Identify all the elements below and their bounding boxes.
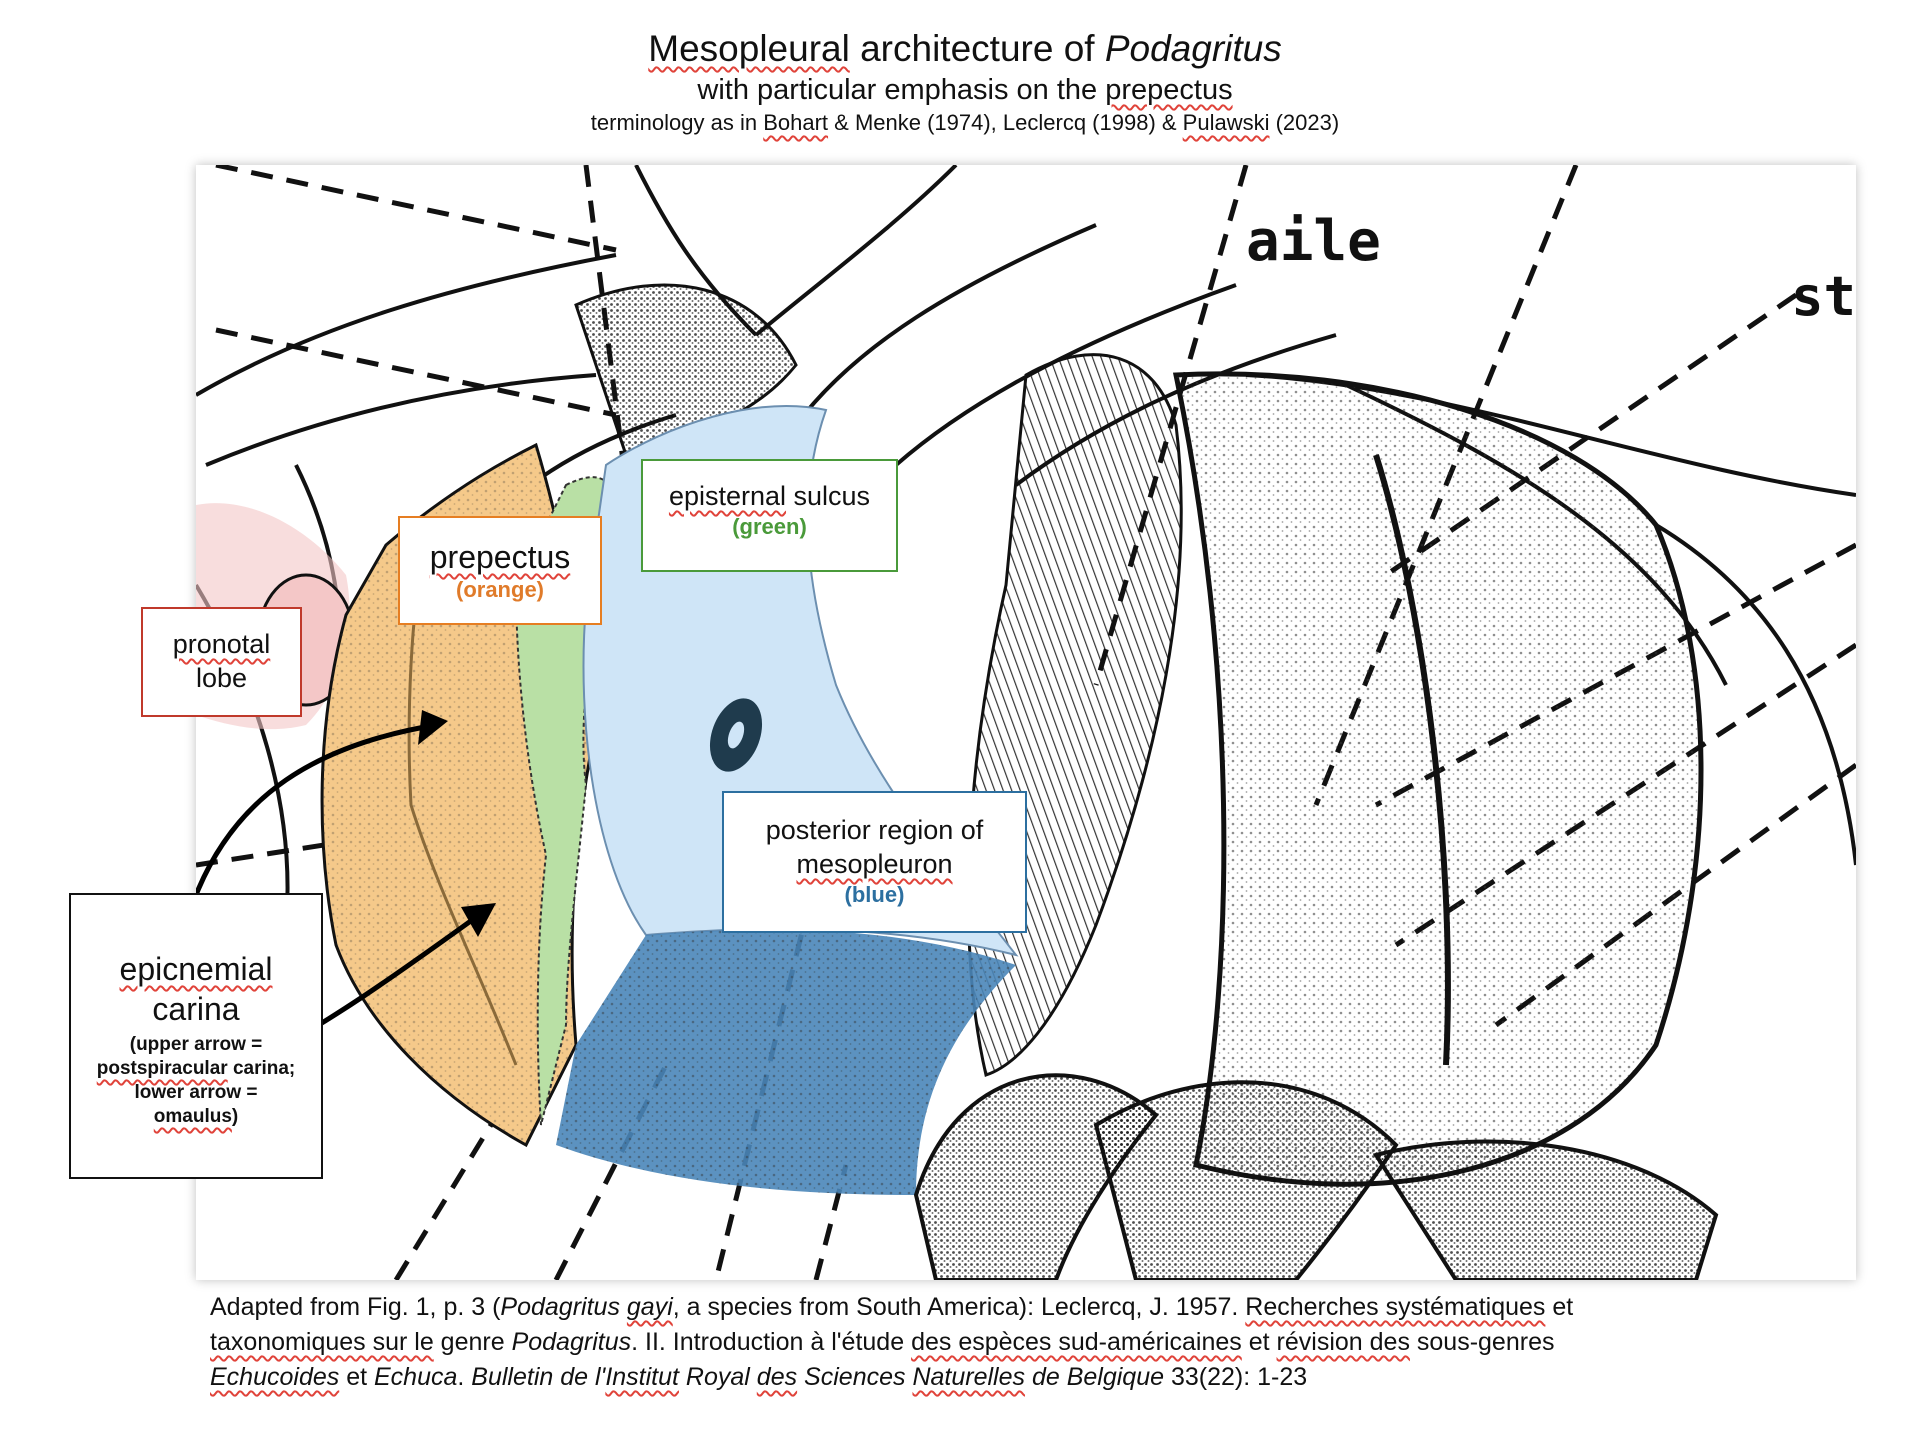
- label-prepectus: prepectus (orange): [398, 516, 602, 625]
- caption-text: Adapted from Fig. 1, p. 3 (: [210, 1293, 501, 1321]
- note-omaulus: omaulus: [153, 1106, 232, 1127]
- title-genus: Podagritus: [1104, 28, 1282, 69]
- label-episternal-word: episternal: [668, 481, 787, 511]
- terminology-text: terminology as in: [590, 110, 764, 135]
- title-word-mesopleural: Mesopleural: [648, 28, 850, 69]
- label-epicnemial-word: epicnemial: [119, 951, 273, 987]
- arrow-tails-left: [188, 893, 198, 902]
- lower-mesopleuron-stipple: [556, 929, 1016, 1195]
- caption-genus: Podagritus: [511, 1328, 632, 1356]
- page-title: Mesopleural architecture of Podagritus: [0, 26, 1930, 72]
- title-block: Mesopleural architecture of Podagritus w…: [0, 26, 1930, 138]
- figure-caption: Adapted from Fig. 1, p. 3 (Podagritus ga…: [210, 1290, 1750, 1395]
- terminology-line: terminology as in Bohart & Menke (1974),…: [0, 108, 1930, 138]
- caption-text: . II. Introduction à l'étude: [631, 1328, 912, 1356]
- caption-text: et: [1241, 1328, 1277, 1356]
- note-line3: lower arrow =: [134, 1082, 258, 1103]
- note-line1: (upper arrow =: [129, 1034, 263, 1055]
- caption-journal: Institut: [605, 1363, 679, 1391]
- note-line2: postspiracular carina;: [71, 1057, 321, 1081]
- subtitle-text: with particular emphasis on the: [697, 74, 1106, 106]
- note-close: ): [231, 1106, 239, 1127]
- drawing-word-st: st: [1791, 265, 1856, 328]
- label-lobe-word: lobe: [195, 663, 248, 693]
- upper-arrow: [196, 722, 437, 896]
- label-pronotal-word: pronotal: [172, 629, 271, 659]
- caption-text: et: [1545, 1293, 1574, 1321]
- terminology-author-bohart: Bohart: [763, 110, 829, 135]
- caption-title-word: des espèces sud-américaines: [911, 1328, 1242, 1356]
- label-posterior-mesopleuron: posterior region of mesopleuron (blue): [722, 791, 1027, 933]
- label-episternal-sulcus: episternal sulcus (green): [641, 459, 898, 572]
- coxae: [913, 1073, 1719, 1280]
- caption-text: sous-genres: [1409, 1328, 1555, 1356]
- label-prepectus-color: (orange): [456, 577, 544, 602]
- upper-arrowhead: [418, 710, 448, 745]
- figure-panel: aile st: [196, 165, 1856, 1280]
- label-mesopleuron-word: mesopleuron: [796, 849, 953, 879]
- insect-drawing: aile st: [196, 165, 1856, 1280]
- label-epicnemial-note: (upper arrow = postspiracular carina; lo…: [71, 1033, 321, 1129]
- caption-title-word: Recherches systématiques: [1245, 1293, 1546, 1321]
- caption-subgenus: Echuca: [374, 1363, 458, 1391]
- note-postspiracular: postspiracular: [96, 1058, 228, 1079]
- caption-title-word: taxonomiques sur le: [210, 1328, 434, 1356]
- terminology-text-end: (2023): [1269, 110, 1340, 135]
- subtitle: with particular emphasis on the prepectu…: [0, 72, 1930, 108]
- caption-text: .: [457, 1363, 472, 1391]
- note-carina: carina;: [227, 1058, 296, 1079]
- label-sulcus-word: sulcus: [786, 481, 871, 511]
- caption-species: gayi: [626, 1293, 673, 1321]
- label-episternal-color: (green): [732, 514, 807, 539]
- propodeum-outline: [1654, 523, 1856, 866]
- caption-journal: Bulletin de l': [471, 1363, 606, 1391]
- caption-text: genre: [433, 1328, 512, 1356]
- note-line4: omaulus): [71, 1105, 321, 1129]
- label-prepectus-name: prepectus: [429, 539, 571, 575]
- label-episternal-name: episternal sulcus: [643, 479, 896, 513]
- label-posterior-color: (blue): [844, 882, 905, 907]
- metapleuron-ridge: [1373, 454, 1451, 1066]
- caption-text: et: [339, 1363, 374, 1391]
- caption-journal: de Belgique: [1025, 1363, 1165, 1391]
- terminology-author-pulawski: Pulawski: [1182, 110, 1270, 135]
- caption-genus: Podagritus: [500, 1293, 620, 1321]
- label-pronotal-lobe: pronotal lobe: [141, 607, 302, 717]
- caption-subgenus: Echucoides: [210, 1363, 340, 1391]
- caption-journal: Royal: [678, 1363, 757, 1391]
- title-text: architecture of: [849, 28, 1105, 69]
- drawing-word-aile: aile: [1246, 209, 1381, 274]
- caption-journal: Sciences: [797, 1363, 913, 1391]
- caption-citation: 33(22): 1-23: [1164, 1363, 1308, 1391]
- caption-text: , a species from South America): Leclerc…: [672, 1293, 1246, 1321]
- spiracle-center: [727, 721, 745, 749]
- label-carina-word: carina: [152, 991, 240, 1027]
- caption-journal: des: [756, 1363, 798, 1391]
- label-epicnemial-carina: epicnemial carina (upper arrow = postspi…: [69, 893, 323, 1179]
- lower-arrowhead: [461, 903, 496, 937]
- label-posterior-line1: posterior region of: [765, 815, 984, 845]
- caption-title-word: révision des: [1276, 1328, 1410, 1356]
- caption-journal: Naturelles: [912, 1363, 1026, 1391]
- terminology-text-mid: & Menke (1974), Leclercq (1998) &: [828, 110, 1183, 135]
- caption-space: [620, 1293, 627, 1321]
- subtitle-term: prepectus: [1105, 74, 1233, 106]
